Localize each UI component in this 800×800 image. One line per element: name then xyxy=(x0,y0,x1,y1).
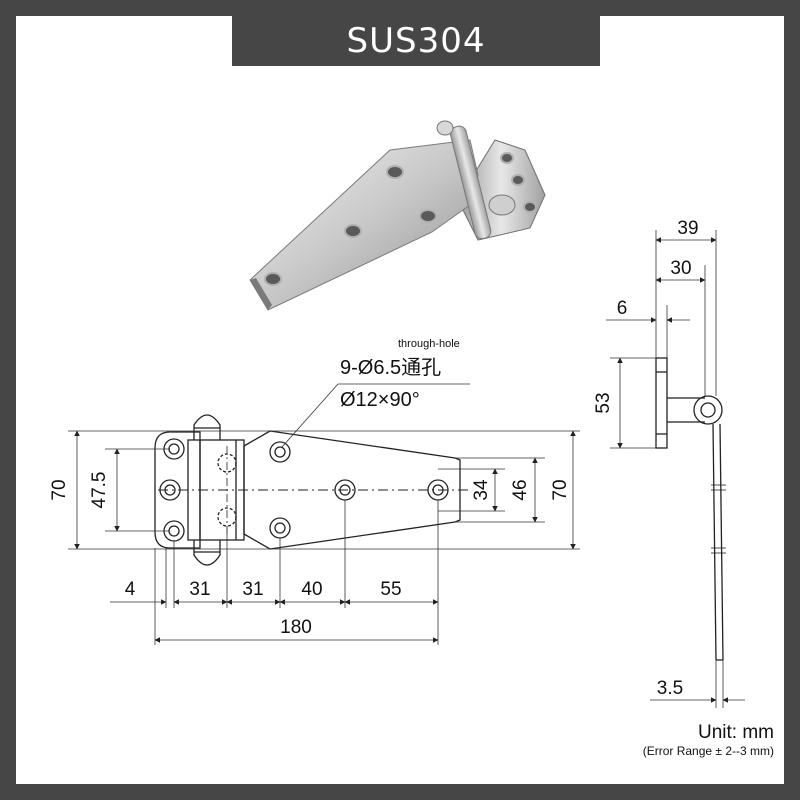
photo-holes xyxy=(264,152,537,286)
side-view xyxy=(655,357,726,661)
dim-side-3-5: 3.5 xyxy=(657,678,683,699)
front-dimension-lines xyxy=(68,383,580,645)
dim-height-70-left: 70 xyxy=(49,479,70,500)
hinge-photo xyxy=(249,120,546,311)
dim-height-70-right: 70 xyxy=(550,479,571,500)
leaf-holes xyxy=(269,441,449,539)
dim-height-47-5: 47.5 xyxy=(89,472,110,509)
hole-spec-label: 9-Ø6.5通孔 xyxy=(340,356,441,379)
through-hole-label: through-hole xyxy=(398,338,460,350)
dim-width-40: 40 xyxy=(301,579,322,600)
page-title: SUS304 xyxy=(346,21,486,61)
dim-side-53: 53 xyxy=(593,392,614,413)
front-view xyxy=(154,414,470,566)
dim-width-31b: 31 xyxy=(242,579,263,600)
title-bar: SUS304 xyxy=(232,16,600,66)
front-dimension-text: 70 47.5 34 46 70 4 31 31 40 55 180 throu… xyxy=(49,338,571,638)
dim-height-46: 46 xyxy=(510,479,531,500)
error-range-label: (Error Range ± 2--3 mm) xyxy=(642,744,774,758)
dim-side-39: 39 xyxy=(677,218,698,239)
countersink-spec-label: Ø12×90° xyxy=(340,389,420,411)
side-dimension-text: 39 30 6 53 3.5 xyxy=(593,218,699,699)
dim-side-30: 30 xyxy=(670,258,691,279)
dim-width-180: 180 xyxy=(280,617,312,638)
dim-width-55: 55 xyxy=(380,579,401,600)
side-dimension-lines xyxy=(606,230,745,708)
dim-width-31a: 31 xyxy=(189,579,210,600)
dim-side-6: 6 xyxy=(617,298,628,319)
unit-note: Unit: mm (Error Range ± 2--3 mm) xyxy=(643,722,774,758)
unit-label: Unit: mm xyxy=(698,722,774,743)
dim-height-34: 34 xyxy=(471,479,492,501)
dim-width-4: 4 xyxy=(125,579,136,600)
